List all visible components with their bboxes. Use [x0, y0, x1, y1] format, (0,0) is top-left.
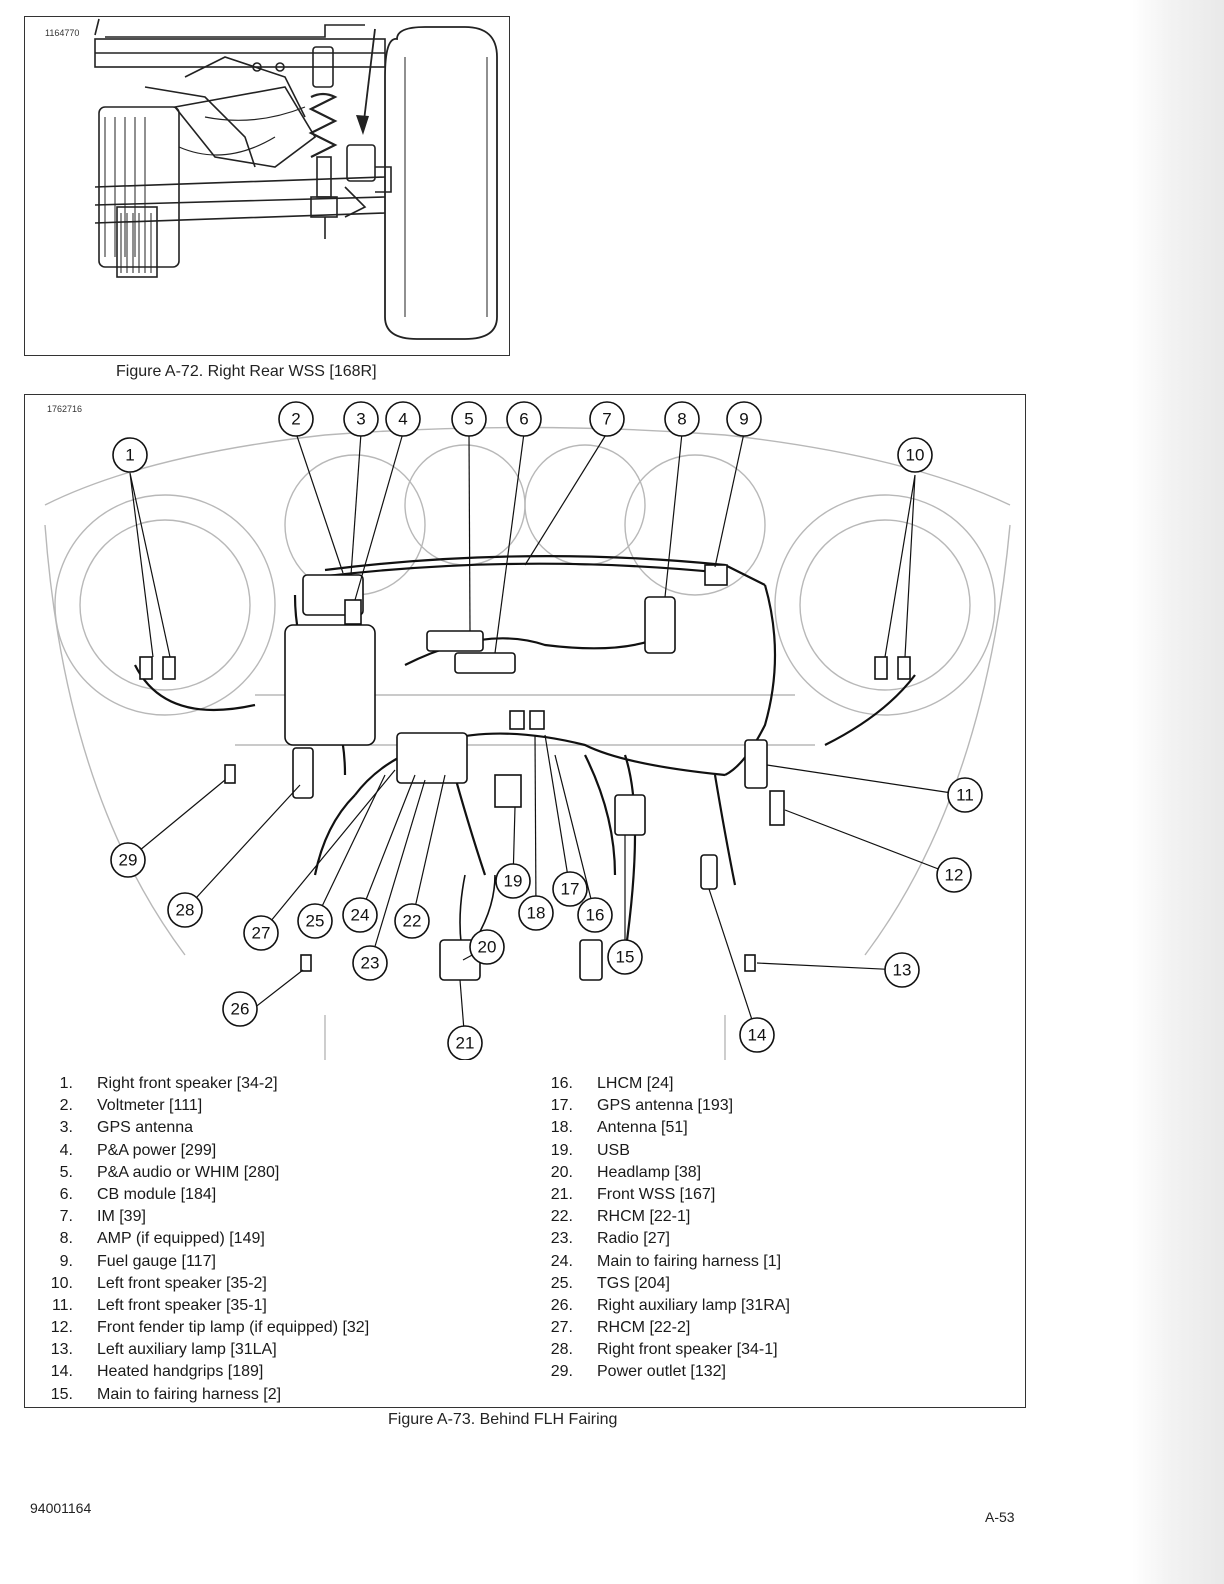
callout-6: 6	[519, 410, 528, 429]
callout-27: 27	[252, 924, 271, 943]
callout-25: 25	[306, 912, 325, 931]
callout-10: 10	[906, 446, 925, 465]
page-number: A-53	[985, 1509, 1015, 1525]
callout-19: 19	[504, 872, 523, 891]
callout-12: 12	[945, 866, 964, 885]
page-edge-shadow	[1132, 0, 1224, 1584]
callout-5: 5	[464, 410, 473, 429]
figure-a73-id: 1762716	[47, 404, 83, 414]
figure-a73-caption: Figure A-73. Behind FLH Fairing	[388, 1411, 618, 1428]
figure-a72-caption: Figure A-72. Right Rear WSS [168R]	[116, 363, 377, 380]
callout-1: 1	[125, 446, 134, 465]
callout-13: 13	[893, 961, 912, 980]
callout-29: 29	[119, 851, 138, 870]
callout-3: 3	[356, 410, 365, 429]
callout-22: 22	[403, 912, 422, 931]
callout-11: 11	[956, 786, 974, 805]
figure-a72-id: 1164770	[45, 28, 80, 38]
callout-17: 17	[561, 880, 580, 899]
callout-23: 23	[361, 954, 380, 973]
fairing-wiring-illustration: 1 2 3 4 5 6 7 8 9 10 11 12 13 14 15 16 1…	[44, 401, 1011, 1060]
callout-28: 28	[176, 901, 195, 920]
callout-4: 4	[398, 410, 407, 429]
callout-15: 15	[616, 948, 635, 967]
rear-wss-illustration	[94, 18, 498, 340]
callout-7: 7	[602, 410, 611, 429]
callout-18: 18	[527, 904, 546, 923]
callout-16: 16	[586, 906, 605, 925]
document-number: 94001164	[30, 1500, 92, 1516]
callout-20: 20	[478, 938, 497, 957]
callout-8: 8	[677, 410, 686, 429]
callout-9: 9	[739, 410, 748, 429]
callout-2: 2	[291, 410, 300, 429]
callout-21: 21	[456, 1034, 475, 1053]
figure-a72: 1164770	[24, 16, 510, 356]
callout-24: 24	[351, 906, 370, 925]
callout-26: 26	[231, 1000, 250, 1019]
figure-a73: 1762716	[24, 394, 1026, 1408]
callout-14: 14	[748, 1026, 767, 1045]
